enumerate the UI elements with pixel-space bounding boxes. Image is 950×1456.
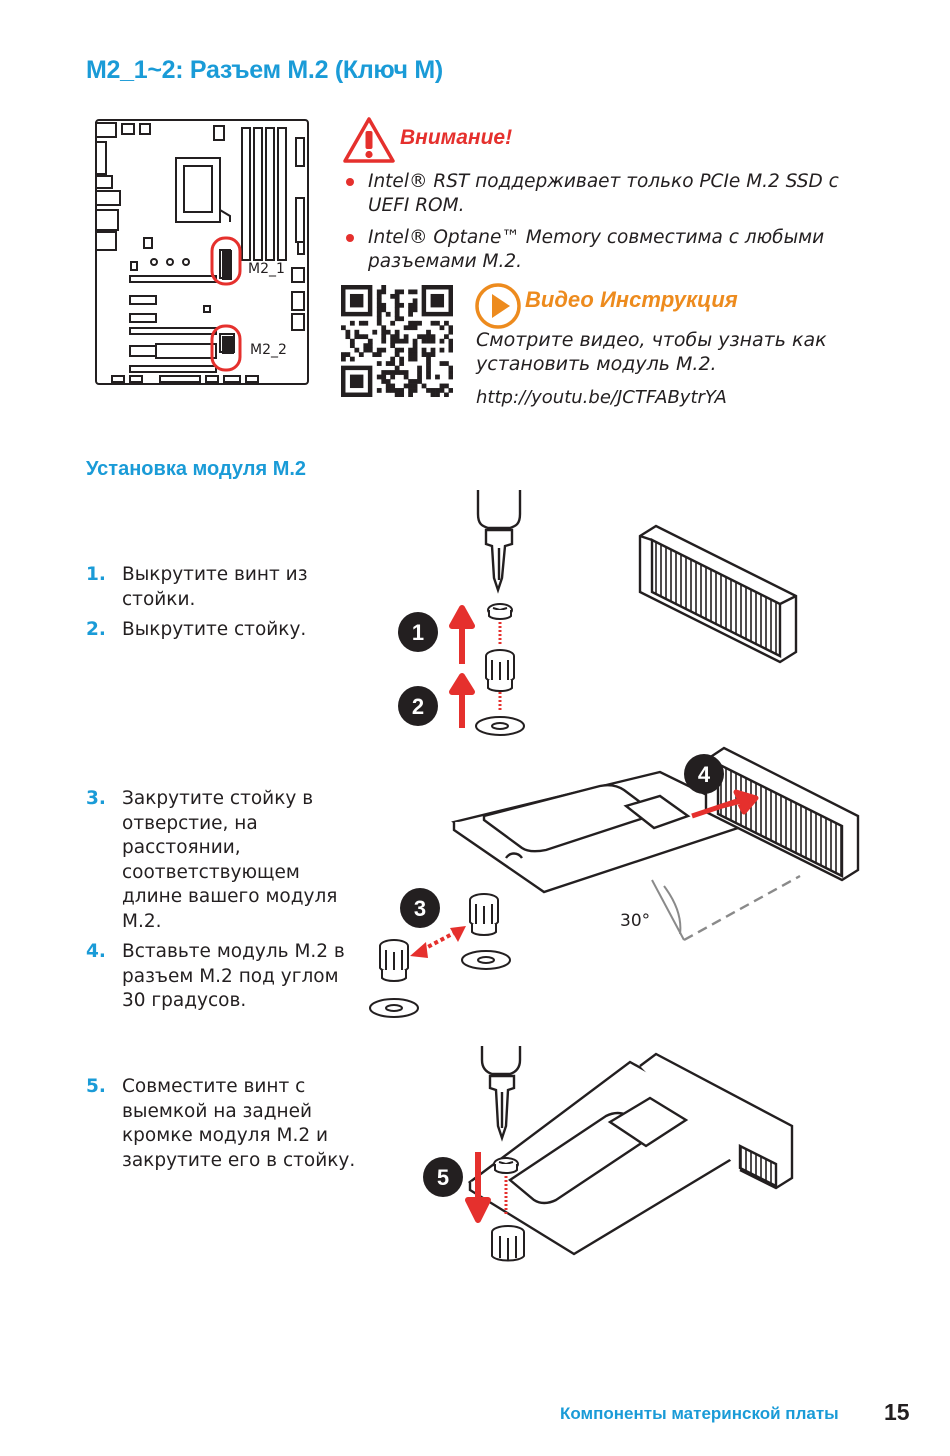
m2-1-label: M2_1 [248, 261, 285, 277]
page-number: 15 [884, 1399, 910, 1425]
steps-list: 3.Закрутите стойку в отверстие, на расст… [86, 787, 356, 1020]
standoff-icon [491, 1225, 525, 1262]
warning-item: Intel® RST поддерживает только PCIe M.2 … [344, 170, 844, 218]
qr-code-icon[interactable] [341, 285, 453, 397]
play-icon[interactable] [474, 282, 522, 330]
section-title: Установка модуля M.2 [86, 458, 307, 480]
screw-icon [487, 603, 513, 620]
step-item: 1.Выкрутите винт из стойки. [86, 564, 308, 610]
warning-item: Intel® Optane™ Memory совместима с любым… [344, 226, 844, 274]
step-badge-3: 3 [414, 896, 426, 921]
bullet-icon [346, 178, 354, 186]
step-item: 3.Закрутите стойку в отверстие, на расст… [86, 788, 338, 932]
m2-module-icon [451, 770, 754, 894]
step-badge-5: 5 [437, 1165, 449, 1190]
standoff-icon [485, 649, 515, 692]
bullet-icon [346, 234, 354, 242]
video-title: Видео Инструкция [525, 287, 738, 312]
m2-connector-icon [639, 1052, 794, 1190]
steps-list: 5.Совместите винт с выемкой на задней кр… [86, 1075, 376, 1179]
screw-icon [493, 1157, 519, 1174]
warning-list: Intel® RST поддерживает только PCIe M.2 … [344, 170, 844, 282]
motherboard-diagram: M2_1 M2_2 [95, 119, 309, 385]
warning-triangle-icon [343, 117, 395, 163]
step-item: 2.Выкрутите стойку. [86, 619, 307, 640]
standoff-icon [379, 939, 409, 982]
step-badge-2: 2 [412, 694, 424, 719]
warning-title: Внимание! [400, 126, 513, 149]
screwdriver-icon [476, 490, 522, 594]
m2-2-label: M2_2 [250, 342, 287, 358]
steps-list: 1.Выкрутите винт из стойки. 2.Выкрутите … [86, 563, 346, 649]
video-text: Смотрите видео, чтобы узнать как установ… [476, 329, 827, 375]
video-link[interactable]: http://youtu.be/JCTFABytrYA [476, 387, 727, 408]
screwdriver-icon [480, 1046, 522, 1142]
step-item: 5.Совместите винт с выемкой на задней кр… [86, 1076, 356, 1171]
standoff-icon [469, 893, 499, 936]
m2-connector-icon [704, 746, 860, 882]
step-badge-4: 4 [698, 762, 711, 787]
installation-illustration: 1 2 4 30° [369, 490, 860, 1262]
angle-label: 30° [620, 911, 650, 931]
m2-connector-icon [638, 524, 798, 664]
page-title: M2_1~2: Разъем M.2 (Ключ M) [86, 56, 443, 84]
step-badge-1: 1 [412, 620, 424, 645]
step-item: 4.Вставьте модуль M.2 в разъем M.2 под у… [86, 941, 345, 1011]
footer-section: Компоненты материнской платы [560, 1404, 839, 1423]
